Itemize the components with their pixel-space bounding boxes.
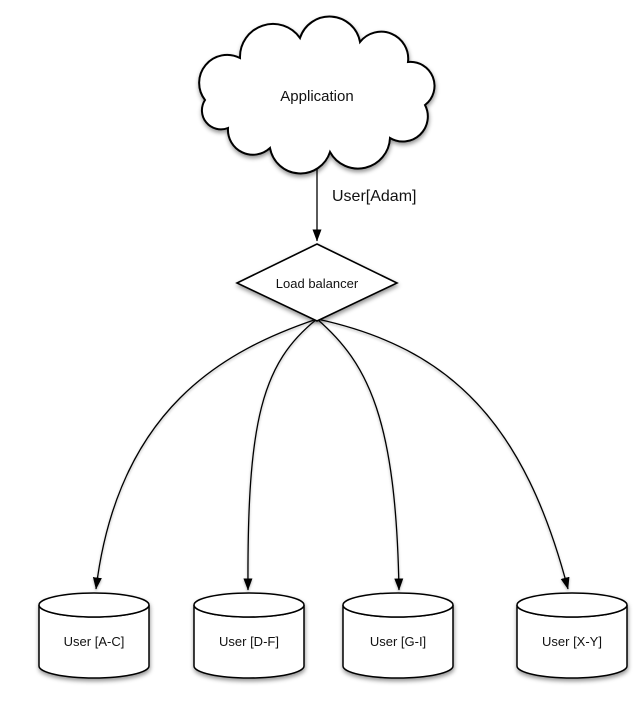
shard-node-1: User [A-C] xyxy=(38,592,150,679)
request-edge-label: User[Adam] xyxy=(332,188,416,205)
edge-loadbalancer-to-shard-4 xyxy=(316,318,570,590)
shard-label: User [D-F] xyxy=(219,634,279,649)
edge-loadbalancer-to-shard-3 xyxy=(316,318,404,591)
shard-node-4: User [X-Y] xyxy=(516,592,628,679)
shard-label: User [X-Y] xyxy=(542,634,602,649)
cloud-icon xyxy=(198,15,436,175)
diamond-icon xyxy=(235,243,399,322)
shard-label: User [A-C] xyxy=(64,634,125,649)
shard-edges xyxy=(92,318,570,591)
edge-loadbalancer-to-shard-1 xyxy=(92,318,318,590)
shard-label: User [G-I] xyxy=(370,634,426,649)
application-cloud-node: Application xyxy=(198,15,436,175)
database-cylinder-top xyxy=(342,592,454,618)
shard-node-2: User [D-F] xyxy=(193,592,305,679)
shard-node-3: User [G-I] xyxy=(342,592,454,679)
database-cylinder-top xyxy=(38,592,150,618)
load-balancer-label: Load balancer xyxy=(276,276,359,291)
load-balancer-node: Load balancer xyxy=(235,243,399,322)
database-cylinder-top xyxy=(193,592,305,618)
database-cylinder-top xyxy=(516,592,628,618)
application-label: Application xyxy=(280,88,353,105)
edge-loadbalancer-to-shard-2 xyxy=(243,318,318,591)
